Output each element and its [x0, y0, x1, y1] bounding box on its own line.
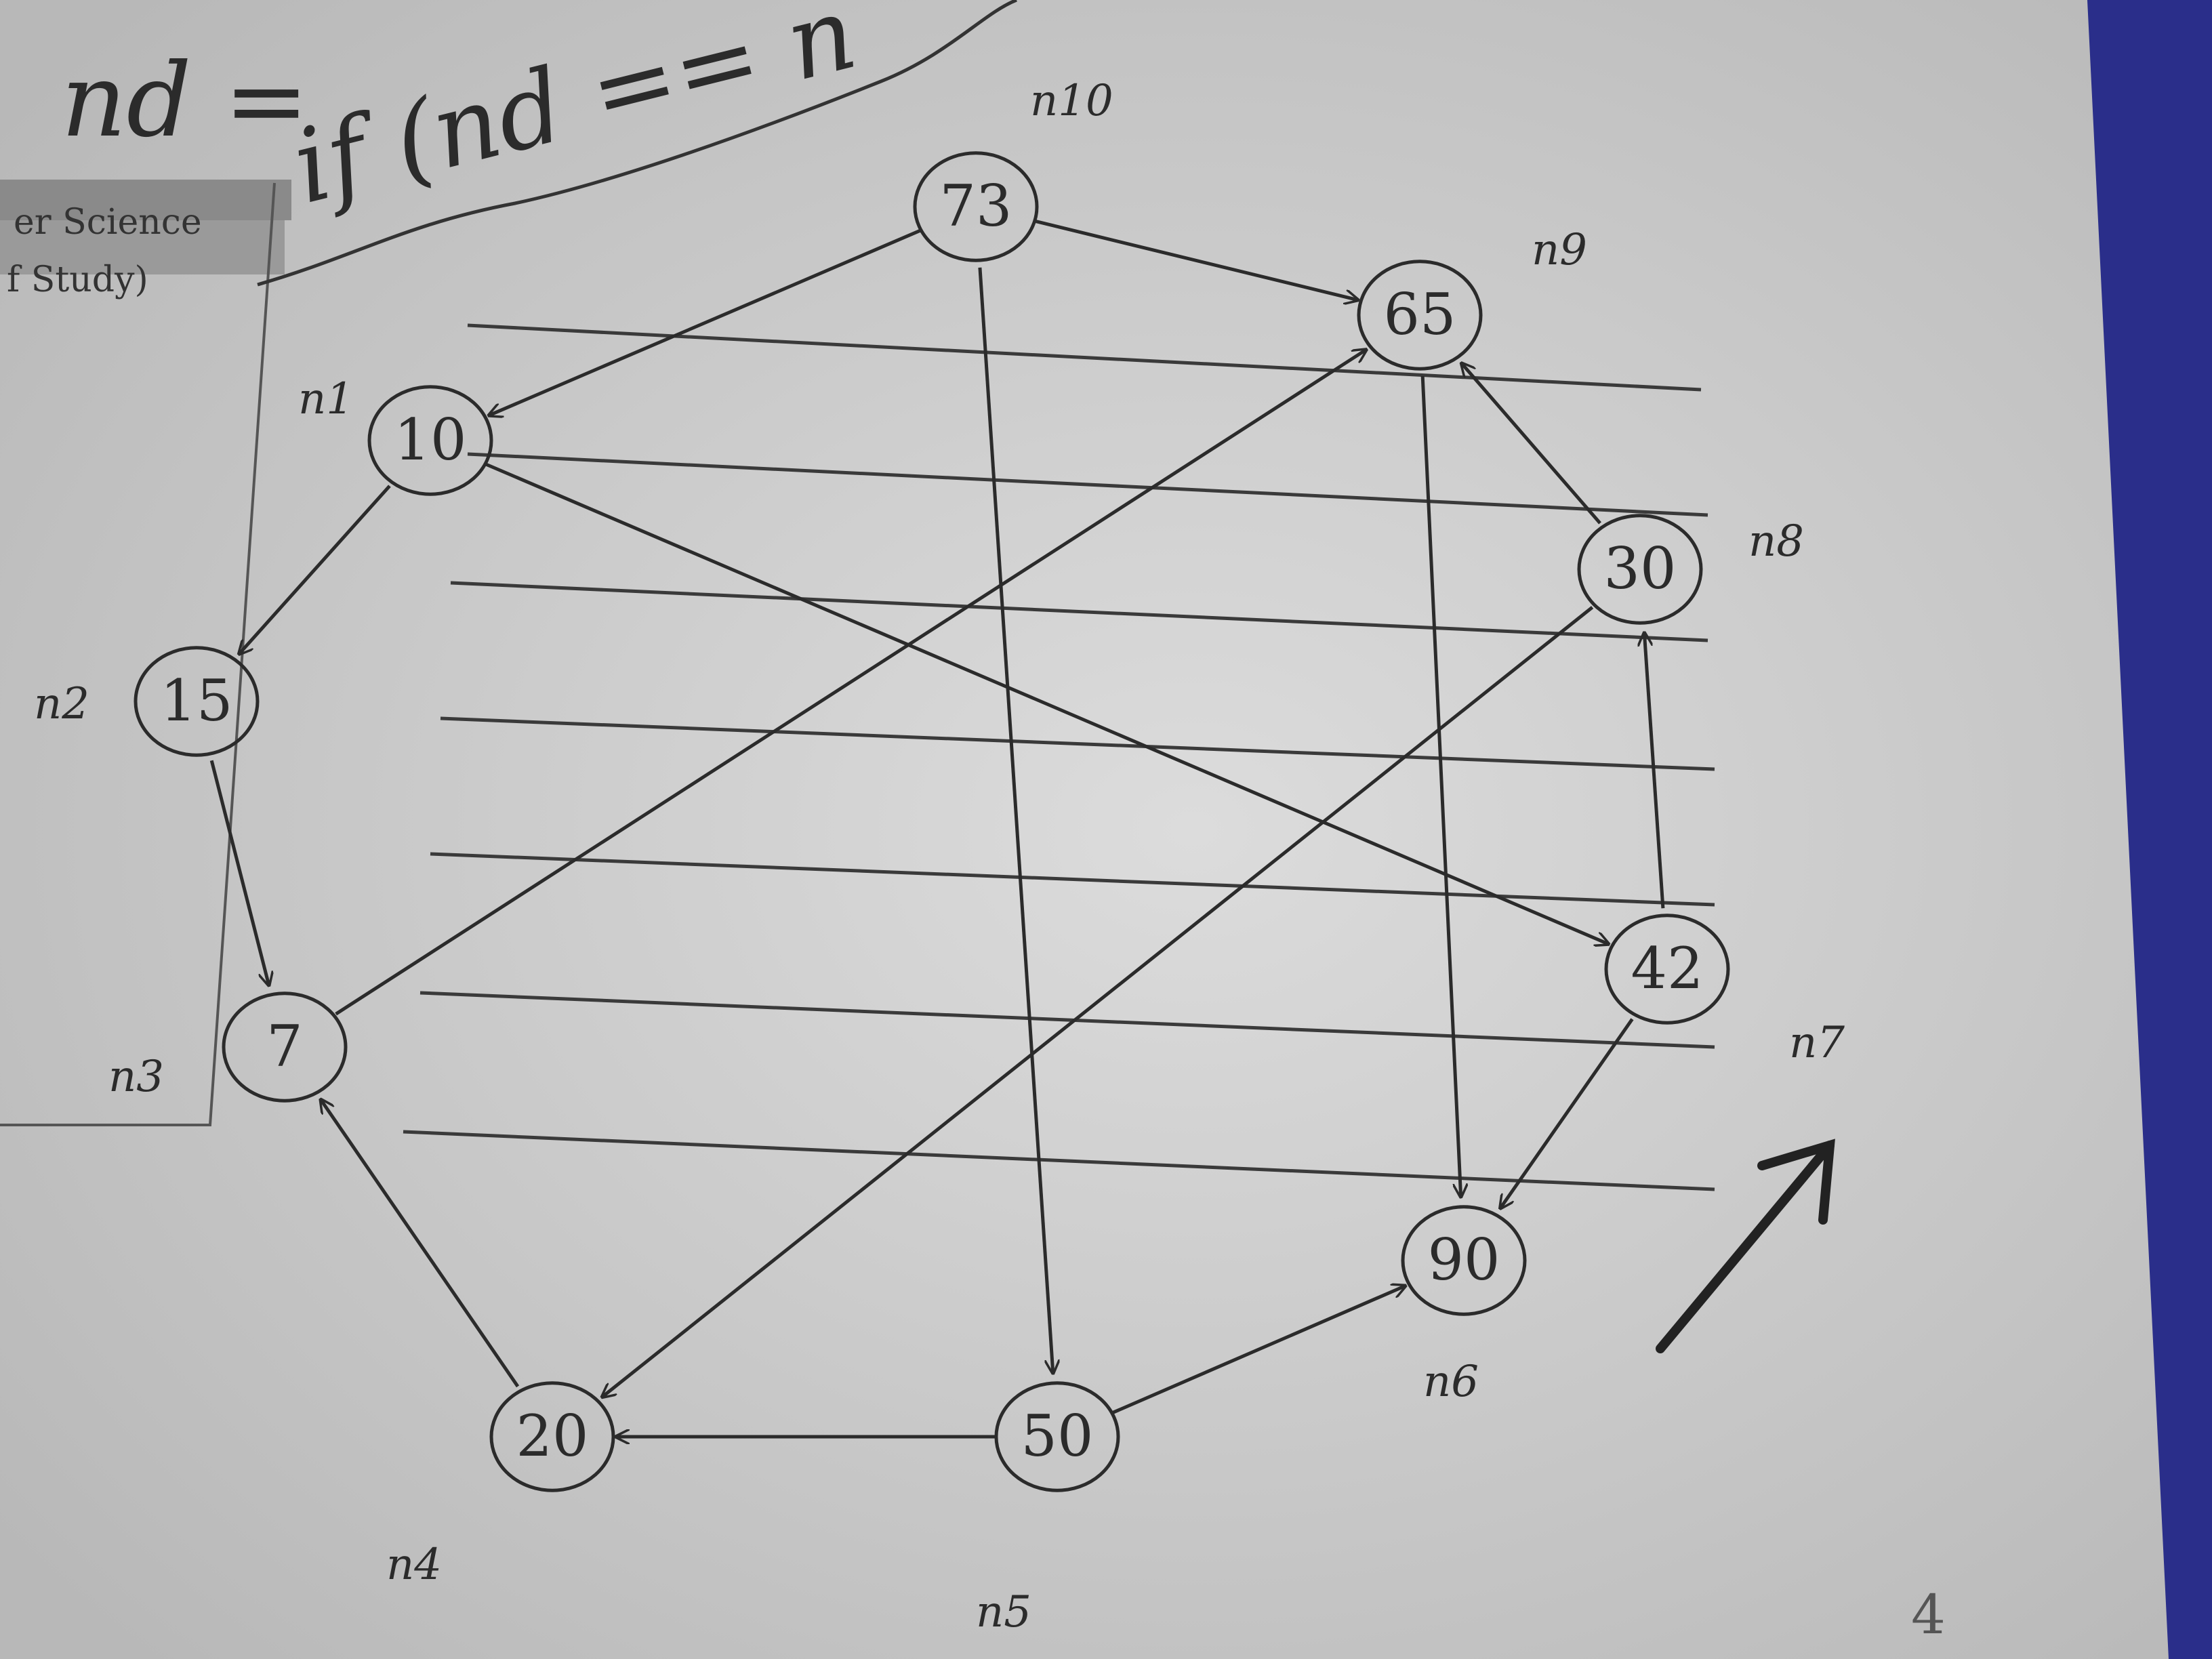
node-name: n10: [1030, 76, 1113, 126]
node-value: 73: [940, 173, 1012, 239]
edge-n2-n3: [209, 760, 269, 985]
node-circle: [1401, 1205, 1527, 1316]
edge-n9-n6: [1420, 375, 1460, 1197]
edge-n1-n2: [239, 485, 391, 654]
node-circle: [489, 1381, 615, 1492]
edge-n1-n7: [485, 463, 1609, 944]
node-n1: 10 n1: [298, 374, 493, 496]
node-value: 20: [516, 1403, 589, 1469]
node-name: n1: [298, 374, 354, 424]
node-value: 42: [1631, 935, 1704, 1002]
scribble-left: nd =: [61, 42, 309, 160]
node-n9: 65 n9: [1357, 225, 1587, 371]
node-n5: 50 n5: [976, 1381, 1120, 1637]
edge-n10-n5: [978, 267, 1053, 1373]
node-circle: [1604, 914, 1730, 1025]
node-name: n7: [1789, 1018, 1845, 1068]
edge-n4-n3: [321, 1099, 520, 1388]
node-circle: [994, 1381, 1120, 1492]
node-n6: 90 n6: [1401, 1205, 1527, 1407]
node-n7: 42 n7: [1604, 914, 1845, 1068]
node-name: n6: [1423, 1357, 1479, 1407]
node-circle: [367, 385, 493, 496]
edge-n8-n9: [1462, 363, 1601, 525]
node-name: n8: [1748, 516, 1804, 567]
node-n4: 20 n4: [386, 1381, 615, 1590]
node-value: 30: [1604, 535, 1677, 602]
corner-arrow-icon: [1656, 1139, 1835, 1353]
node-n3: 7 n3: [108, 991, 348, 1103]
node-value: 90: [1428, 1227, 1500, 1293]
edge-n5-n6: [1112, 1286, 1406, 1414]
box-line-2: f Study): [7, 260, 148, 300]
node-value: 65: [1384, 281, 1456, 348]
node-circle: [222, 991, 348, 1103]
printed-box: er Science f Study): [0, 180, 291, 1126]
node-name: n4: [386, 1540, 442, 1590]
node-value: 15: [161, 668, 233, 734]
node-n8: 30 n8: [1577, 514, 1804, 625]
node-value: 7: [266, 1013, 302, 1080]
node-n10: 73 n10: [913, 76, 1113, 262]
box-line-1: er Science: [14, 202, 202, 243]
node-circle: [1577, 514, 1703, 625]
node-name: n9: [1532, 225, 1587, 275]
edge-n7-n6: [1500, 1018, 1634, 1208]
node-circle: [134, 646, 260, 757]
node-value: 50: [1021, 1403, 1094, 1469]
edges: [209, 219, 1665, 1437]
edge-n10-n1: [489, 229, 921, 415]
edge-n10-n9: [1034, 219, 1357, 300]
node-circle: [1357, 260, 1483, 371]
edge-n7-n8: [1644, 633, 1665, 909]
node-circle: [913, 151, 1039, 262]
node-name: n3: [108, 1052, 164, 1102]
node-value: 10: [394, 407, 467, 473]
nodes: 10 n1 15 n2 7 n3 20 n4 50 n5 90 n6 42 n7 30 n8 65 n9 73 n10: [34, 76, 1845, 1637]
edge-n8-n4: [602, 606, 1594, 1397]
node-name: n2: [34, 679, 89, 729]
node-n2: 15 n2: [34, 646, 260, 757]
page-number: 4: [1911, 1583, 1946, 1646]
edge-n3-n9: [335, 350, 1366, 1016]
node-name: n5: [976, 1587, 1031, 1637]
